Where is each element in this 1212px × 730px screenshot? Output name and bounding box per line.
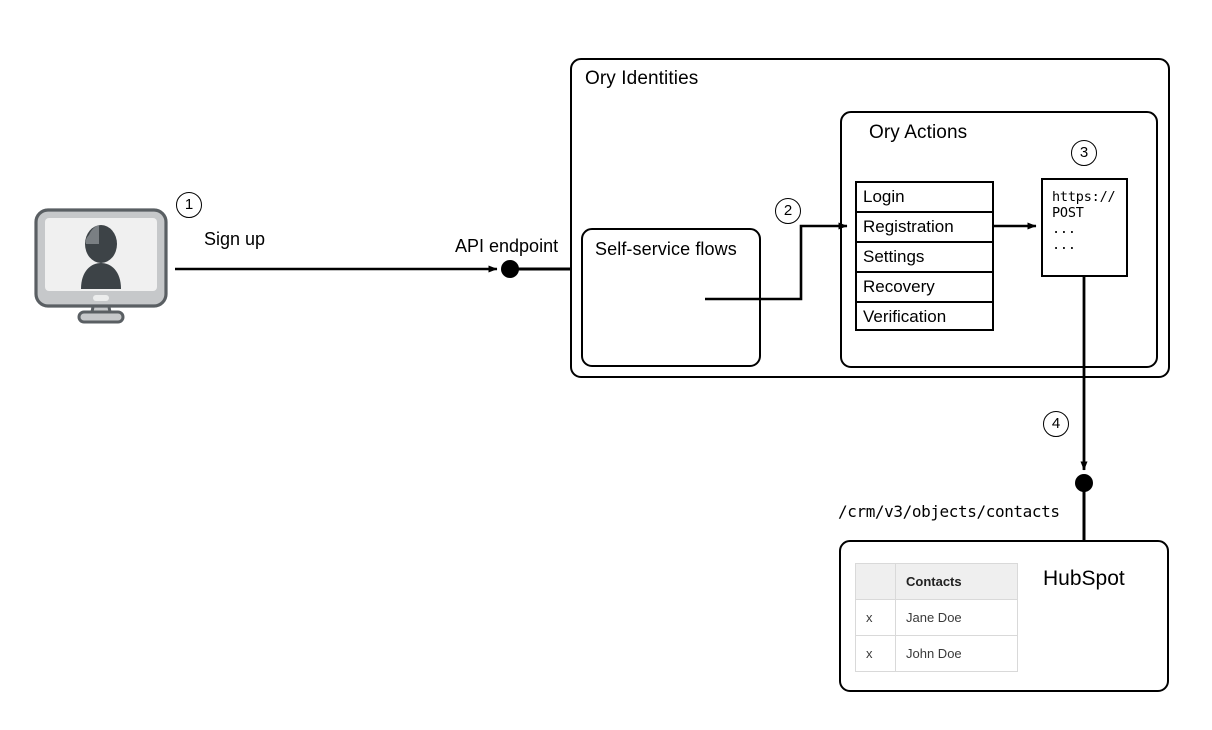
step-marker-1: 1 — [176, 192, 202, 218]
self-service-flows-title: Self-service flows — [595, 239, 737, 259]
api-endpoint-label: API endpoint — [455, 236, 559, 256]
hubspot-endpoint-dot — [1075, 474, 1093, 492]
contacts-table-header-row: Contacts — [855, 563, 1018, 600]
flow-item-recovery[interactable]: Recovery — [857, 273, 992, 303]
table-row[interactable]: x John Doe — [855, 635, 1018, 672]
contacts-col-header-contacts: Contacts — [895, 563, 1018, 600]
api-endpoint-dot — [501, 260, 519, 278]
crm-endpoint-path-label: /crm/v3/objects/contacts — [838, 502, 1060, 521]
webhook-line-method: POST — [1052, 205, 1084, 221]
ory-actions-title: Ory Actions — [869, 122, 968, 143]
hubspot-name-label: HubSpot — [1043, 567, 1125, 590]
flow-item-login[interactable]: Login — [857, 183, 992, 213]
contacts-row-0-marker: x — [855, 599, 896, 636]
webhook-line-ellipsis-2: ... — [1052, 237, 1076, 253]
ory-identities-title: Ory Identities — [585, 68, 699, 89]
contacts-col-header-blank — [855, 563, 896, 600]
step-marker-3: 3 — [1071, 140, 1097, 166]
user-monitor-icon-svg — [34, 208, 168, 324]
flow-item-registration[interactable]: Registration — [857, 213, 992, 243]
webhook-line-ellipsis-1: ... — [1052, 221, 1076, 237]
contacts-row-0-name: Jane Doe — [895, 599, 1018, 636]
signup-label: Sign up — [204, 229, 266, 249]
contacts-table: Contacts x Jane Doe x John Doe — [855, 563, 1018, 672]
webhook-line-url: https:// — [1052, 189, 1116, 205]
table-row[interactable]: x Jane Doe — [855, 599, 1018, 636]
flow-item-settings[interactable]: Settings — [857, 243, 992, 273]
step-marker-2: 2 — [775, 198, 801, 224]
contacts-row-1-name: John Doe — [895, 635, 1018, 672]
webhook-code-box: https:// POST ... ... — [1041, 178, 1128, 277]
flow-item-verification[interactable]: Verification — [863, 307, 947, 326]
user-monitor-icon — [33, 207, 169, 329]
step-marker-4: 4 — [1043, 411, 1069, 437]
contacts-row-1-marker: x — [855, 635, 896, 672]
ory-actions-flow-list: Login Registration Settings Recovery Ver… — [855, 181, 994, 331]
